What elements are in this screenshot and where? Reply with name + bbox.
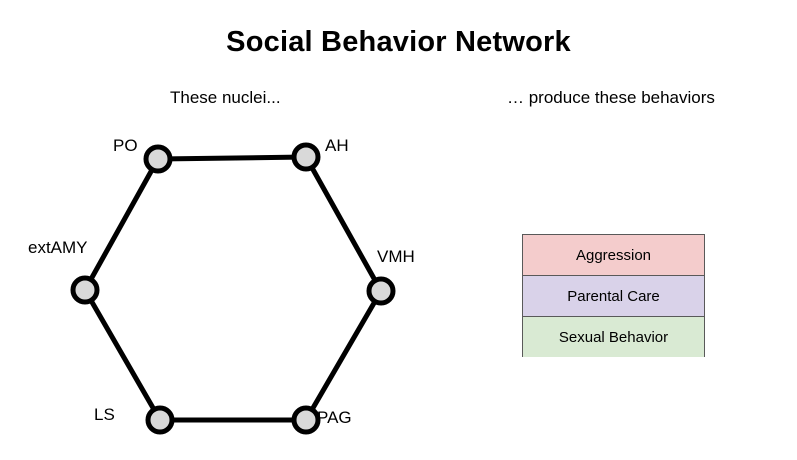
page-title: Social Behavior Network <box>226 26 571 58</box>
network-edge-po-ah <box>155 154 309 162</box>
node-label-ah: AH <box>325 136 349 155</box>
legend-row-sexual-behavior[interactable]: Sexual Behavior <box>523 317 704 357</box>
node-label-extamy: extAMY <box>28 238 88 257</box>
legend-row-aggression[interactable]: Aggression <box>523 235 704 276</box>
network-edge-extamy-po <box>82 156 161 293</box>
network-node-po[interactable] <box>143 144 173 174</box>
node-label-ls: LS <box>94 405 115 424</box>
network-node-ah[interactable] <box>291 142 321 172</box>
network-edge-ah-vmh <box>303 154 384 294</box>
legend-row-label: Sexual Behavior <box>558 328 669 346</box>
network-node-vmh[interactable] <box>366 276 396 306</box>
network-node-ls[interactable] <box>145 405 175 435</box>
network-edge-ls-extamy <box>82 287 163 423</box>
legend-row-parental-care[interactable]: Parental Care <box>523 276 704 317</box>
node-label-pag: PAG <box>317 408 352 427</box>
network-node-extamy[interactable] <box>70 275 100 305</box>
network-nodes <box>70 142 396 435</box>
subtitle-nuclei: These nuclei... <box>170 88 281 107</box>
node-label-vmh: VMH <box>377 247 415 266</box>
network-node-pag[interactable] <box>291 405 321 435</box>
node-label-po: PO <box>113 136 138 155</box>
network-edge-vmh-pag <box>303 288 384 423</box>
subtitle-behaviors: … produce these behaviors <box>507 88 715 107</box>
legend-row-label: Parental Care <box>567 287 660 305</box>
network-edges <box>82 154 384 423</box>
legend-row-label: Aggression <box>575 246 652 264</box>
social-behavior-network-diagram <box>70 142 396 435</box>
